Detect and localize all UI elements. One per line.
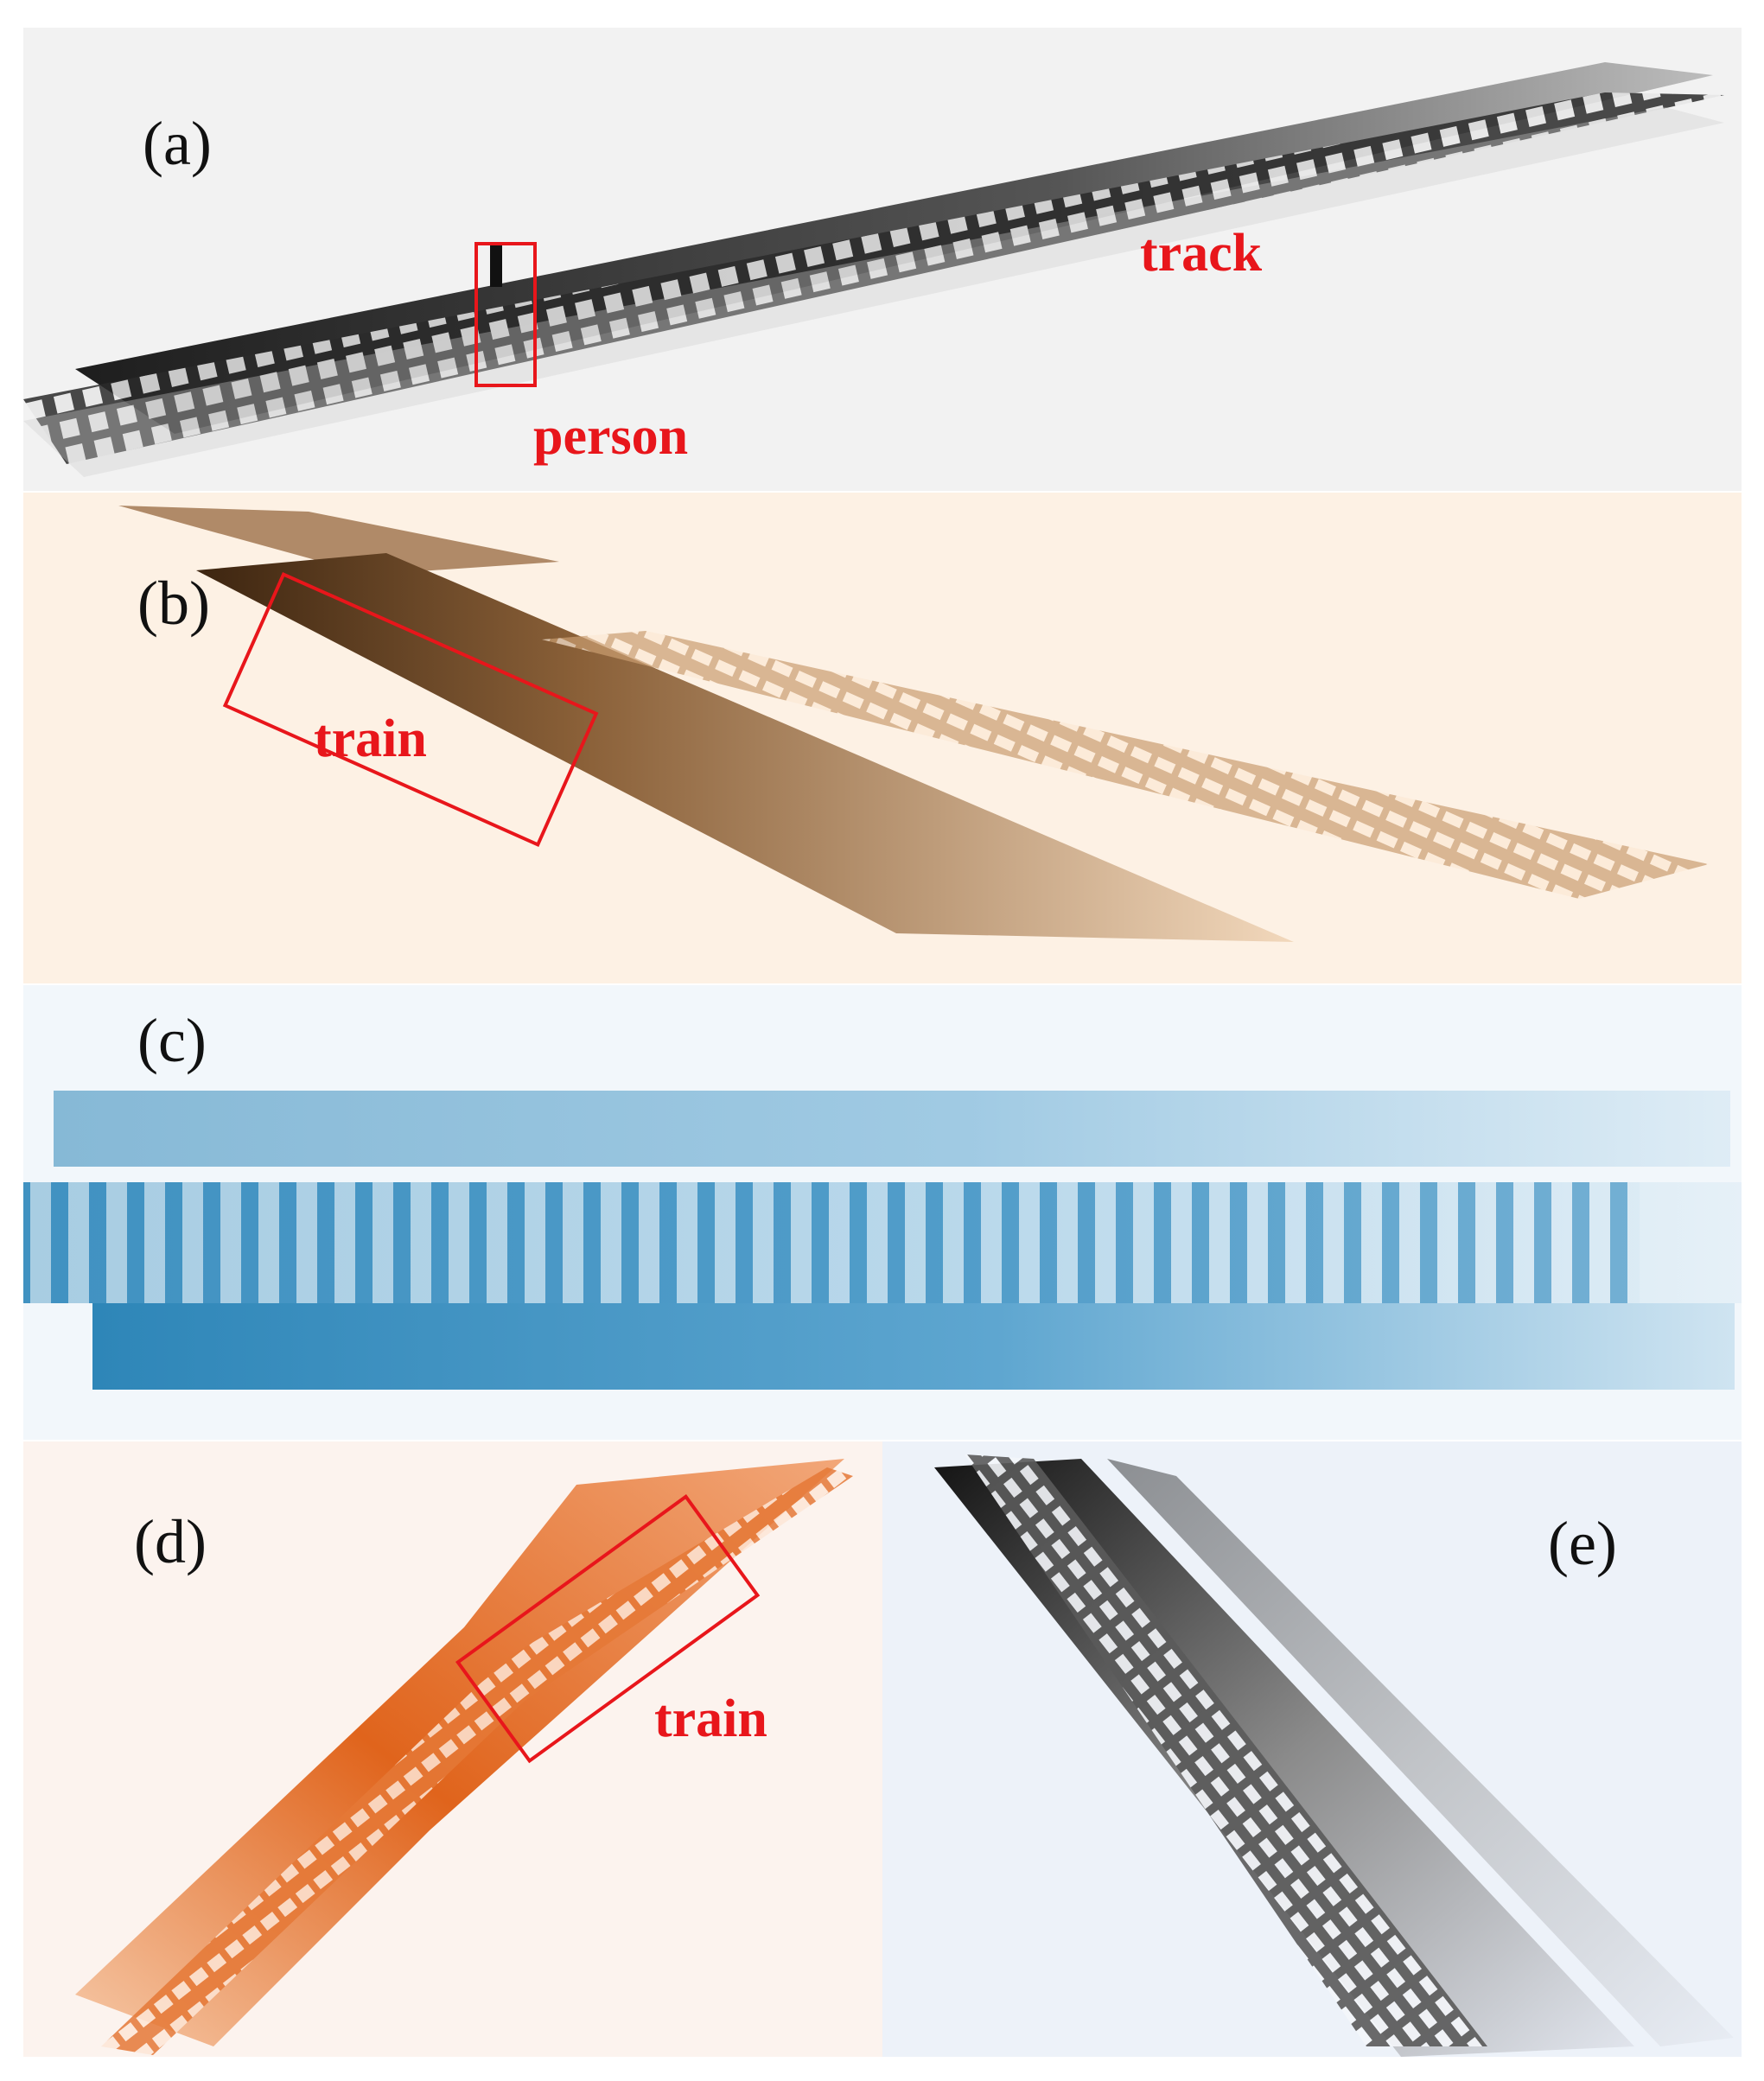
panel-b-scan <box>118 506 1709 942</box>
panel-d-point-cloud: (d) train <box>23 1441 882 2057</box>
panel-a-label: (a) <box>143 109 212 178</box>
panel-d-scan <box>75 1459 853 2055</box>
person-highlight-box <box>474 242 537 387</box>
panel-a-point-cloud: (a) track person <box>23 28 1742 491</box>
panel-a-scan <box>23 62 1724 477</box>
train-annotation-d: train <box>654 1690 767 1748</box>
panel-c-label: (c) <box>137 1006 207 1075</box>
panel-b-label: (b) <box>137 569 210 638</box>
panel-e-label: (e) <box>1548 1509 1617 1578</box>
person-annotation: person <box>533 407 689 466</box>
track-annotation: track <box>1140 224 1263 283</box>
panel-c-scan <box>23 1091 1742 1390</box>
panel-c-point-cloud: (c) <box>23 985 1742 1440</box>
panel-e-point-cloud: (e) <box>882 1441 1742 2057</box>
panel-b-point-cloud: (b) train <box>23 493 1742 983</box>
panel-e-scan <box>934 1454 1734 2057</box>
train-annotation-b: train <box>314 710 427 768</box>
panel-d-label: (d) <box>134 1507 207 1576</box>
